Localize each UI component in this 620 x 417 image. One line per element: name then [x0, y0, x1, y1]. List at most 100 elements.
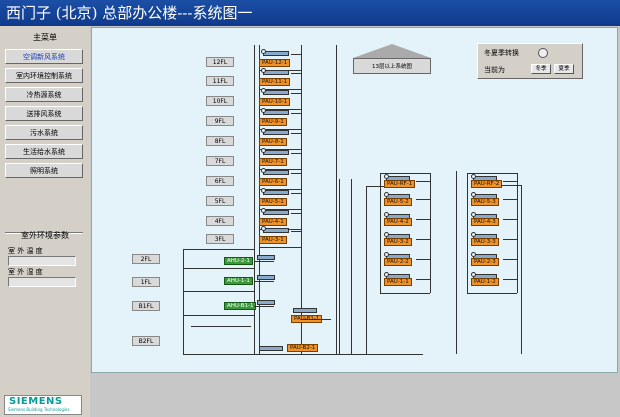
air-handling-unit-icon [263, 90, 289, 95]
season-switch-label: 冬夏季转换 [484, 49, 519, 57]
pipe-line [416, 181, 430, 182]
pau-unit-pau-b2-1[interactable]: PAU-B2-1 [287, 344, 319, 352]
pau-unit-pau-10-1[interactable]: PAU-10-1 [259, 98, 291, 106]
ahu-unit-ahu-b1-1[interactable]: AHU-B1-1 [224, 302, 257, 310]
pipe-line [183, 315, 254, 316]
floor-label-10fl[interactable]: 10FL [206, 96, 234, 106]
pipe-line [416, 219, 430, 220]
air-handling-unit-icon [259, 346, 283, 351]
siemens-logo: SIEMENS Siemens Building Technologies [4, 395, 82, 415]
floor-label-b1fl[interactable]: B1FL [132, 301, 160, 311]
fan-icon [384, 252, 389, 257]
fan-icon [471, 174, 476, 179]
pipe-line [467, 173, 517, 174]
divider [5, 232, 83, 234]
winter-button[interactable]: 冬季 [531, 64, 551, 74]
fan-icon [384, 232, 389, 237]
air-handling-unit-icon [257, 275, 275, 280]
season-panel: 冬夏季转换 当前为 冬季 夏季 [477, 43, 583, 79]
menu-hvac-fresh-air[interactable]: 空调新风系统 [5, 49, 83, 64]
menu-sewage[interactable]: 污水系统 [5, 125, 83, 140]
floor-label-11fl[interactable]: 11FL [206, 76, 234, 86]
ahu-unit-ahu-1-1[interactable]: AHU-1-1 [224, 277, 253, 285]
floor-label-b2fl[interactable]: B2FL [132, 336, 160, 346]
floor-label-12fl[interactable]: 12FL [206, 57, 234, 67]
air-handling-unit-icon [263, 70, 289, 75]
pipe-line [301, 319, 331, 320]
pau-unit-pau-12-1[interactable]: PAU-12-1 [259, 59, 291, 67]
pipe-line [339, 179, 340, 355]
pipe-line [380, 293, 430, 294]
menu-cooling-heating-source[interactable]: 冷热源系统 [5, 87, 83, 102]
air-handling-unit-icon [263, 150, 289, 155]
pipe-line [254, 306, 274, 307]
menu-supply-exhaust[interactable]: 送排风系统 [5, 106, 83, 121]
pau-unit-pau-3-3[interactable]: PAU-3-3 [471, 238, 499, 246]
fan-icon [261, 188, 266, 193]
pipe-line [183, 291, 254, 292]
pau-unit-pau-9-1[interactable]: PAU-9-1 [259, 118, 287, 126]
pau-unit-pau-2-2[interactable]: PAU-2-2 [384, 258, 412, 266]
pau-unit-pau-5-2[interactable]: PAU-5-2 [384, 198, 412, 206]
pipe-line [291, 54, 301, 55]
pau-unit-pau-3-2[interactable]: PAU-3-2 [384, 238, 412, 246]
floor-label-2fl[interactable]: 2FL [132, 254, 160, 264]
outdoor-params-title: 室外环境参数 [21, 231, 69, 240]
pau-unit-pau-1-1[interactable]: PAU-1-1 [384, 278, 412, 286]
pau-unit-pau-6-1[interactable]: PAU-6-1 [259, 178, 287, 186]
season-indicator-icon[interactable] [538, 48, 548, 58]
air-handling-unit-icon [263, 130, 289, 135]
pipe-line [366, 186, 367, 354]
air-handling-unit-icon [263, 210, 289, 215]
pipe-line [254, 261, 274, 262]
menu-lighting[interactable]: 照明系统 [5, 163, 83, 178]
window-title: 西门子 (北京) 总部办公楼---系统图一 [0, 0, 620, 26]
floor-label-1fl[interactable]: 1FL [132, 277, 160, 287]
floor-label-6fl[interactable]: 6FL [206, 176, 234, 186]
pau-unit-pau-3-1[interactable]: PAU-3-1 [259, 236, 287, 244]
fan-icon [261, 226, 266, 231]
upper-floors-diagram-button[interactable]: 13层以上系统图 [353, 58, 431, 74]
air-handling-unit-icon [293, 308, 317, 313]
pipe-line [259, 129, 301, 130]
logo-brand: SIEMENS [9, 396, 63, 407]
air-handling-unit-icon [263, 170, 289, 175]
pipe-line [291, 173, 301, 174]
menu-indoor-env-control[interactable]: 室内环境控制系统 [5, 68, 83, 83]
pau-unit-pau-2-3[interactable]: PAU-2-3 [471, 258, 499, 266]
ahu-unit-ahu-2-1[interactable]: AHU-2-1 [224, 257, 253, 265]
menu-domestic-water[interactable]: 生活给水系统 [5, 144, 83, 159]
pipe-line [366, 186, 384, 187]
pipe-line [467, 173, 468, 293]
current-season-label: 当前为 [484, 66, 505, 74]
pau-unit-pau-rf-1[interactable]: PAU-RF-1 [384, 180, 416, 188]
pau-unit-pau-1-2[interactable]: PAU-1-2 [471, 278, 499, 286]
floor-label-7fl[interactable]: 7FL [206, 156, 234, 166]
fan-icon [384, 212, 389, 217]
pau-unit-pau-4-3[interactable]: PAU-4-3 [471, 218, 499, 226]
pau-unit-pau-4-2[interactable]: PAU-4-2 [384, 218, 412, 226]
fan-icon [261, 148, 266, 153]
pau-unit-pau-7-1[interactable]: PAU-7-1 [259, 158, 287, 166]
pipe-line [380, 173, 381, 293]
pipe-line [416, 199, 430, 200]
pipe-line [503, 239, 517, 240]
floor-label-8fl[interactable]: 8FL [206, 136, 234, 146]
pau-unit-pau-11-1[interactable]: PAU-11-1 [259, 78, 291, 86]
floor-label-9fl[interactable]: 9FL [206, 116, 234, 126]
pau-unit-pau-rf-2[interactable]: PAU-RF-2 [471, 180, 503, 188]
fan-icon [261, 108, 266, 113]
pau-unit-pau-5-3[interactable]: PAU-5-3 [471, 198, 499, 206]
floor-label-3fl[interactable]: 3FL [206, 234, 234, 244]
logo-tagline: Siemens Building Technologies [8, 407, 70, 412]
pipe-line [517, 173, 518, 293]
pau-unit-pau-5-1[interactable]: PAU-5-1 [259, 198, 287, 206]
air-handling-unit-icon [263, 51, 289, 56]
summer-button[interactable]: 夏季 [554, 64, 574, 74]
floor-label-5fl[interactable]: 5FL [206, 196, 234, 206]
pau-unit-pau-8-1[interactable]: PAU-8-1 [259, 138, 287, 146]
pipe-line [467, 293, 517, 294]
floor-label-4fl[interactable]: 4FL [206, 216, 234, 226]
fan-icon [261, 88, 266, 93]
pau-unit-pau-4-1[interactable]: PAU-4-1 [259, 218, 287, 226]
